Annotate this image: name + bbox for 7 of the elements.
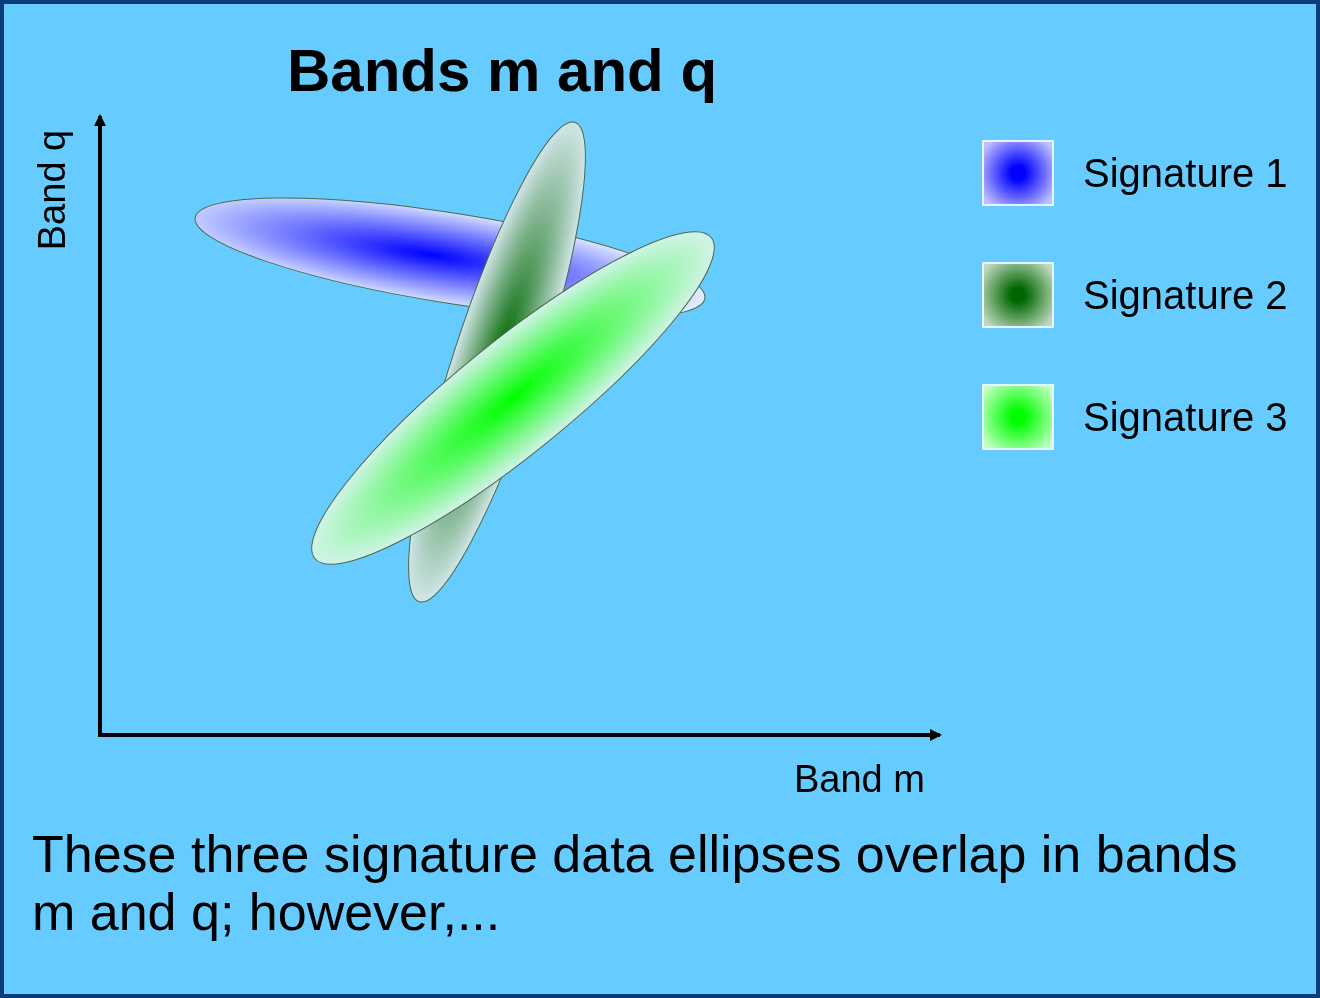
legend-label: Signature 2 (1083, 273, 1288, 318)
axis-label: Band q (30, 129, 74, 251)
legend-label: Signature 3 (1083, 395, 1288, 440)
axis-label: Band m (794, 758, 925, 801)
legend-label: Signature 1 (1083, 151, 1288, 196)
caption: These three signature data ellipses overlap in bands m and q; however,... (32, 825, 1239, 941)
title: Bands m and q (287, 36, 718, 105)
